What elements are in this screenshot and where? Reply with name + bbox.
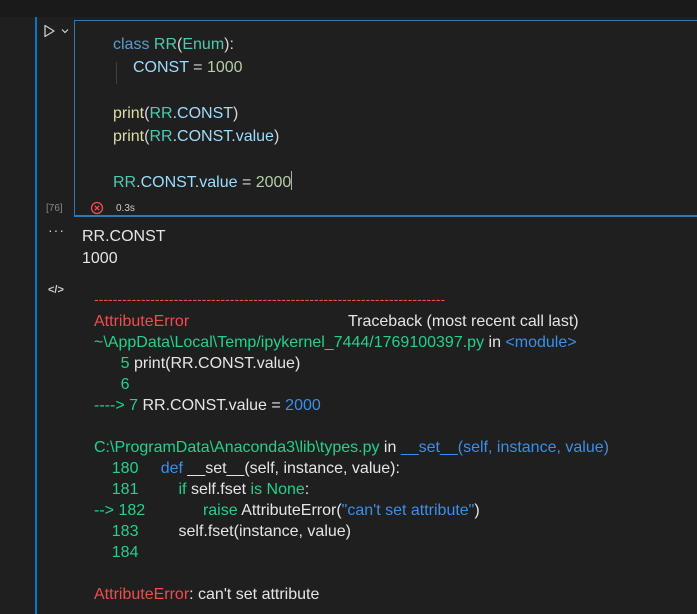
traceback-frame1-line7: ----> 7 RR.CONST.value = 2000 xyxy=(94,397,321,414)
traceback-frame2-line183: 183 self.fset(instance, value) xyxy=(94,523,352,540)
traceback-file-2: C:\ProgramData\Anaconda3\lib\types.py in… xyxy=(94,439,609,456)
code-line-3: print(RR.CONST) xyxy=(113,105,239,122)
cell-focus-indicator xyxy=(35,17,37,614)
traceback-dashes: ----------------------------------------… xyxy=(94,291,446,307)
editor-bottom-border xyxy=(74,216,697,217)
indent-guide xyxy=(116,62,117,84)
code-line-1: class RR(Enum): xyxy=(113,36,234,53)
execution-duration: 0.3s xyxy=(116,203,135,214)
output-more-actions-button[interactable]: ··· xyxy=(48,222,65,238)
traceback-frame1-line5: 5 print(RR.CONST.value) xyxy=(94,355,301,372)
traceback-final-error: AttributeError: can't set attribute xyxy=(94,586,320,603)
error-circle-icon xyxy=(90,201,104,215)
output-renderer-icon[interactable]: </> xyxy=(48,284,64,296)
run-cell-icon[interactable] xyxy=(42,24,56,38)
traceback-header: AttributeError xyxy=(94,313,190,330)
traceback-frame1-line6: 6 xyxy=(94,376,130,393)
code-editor[interactable] xyxy=(74,20,697,216)
top-bar xyxy=(0,0,697,17)
traceback-header-right: Traceback (most recent call last) xyxy=(348,313,579,330)
traceback-frame2-line182: --> 182 raise AttributeError("can't set … xyxy=(94,502,480,519)
chevron-down-icon[interactable] xyxy=(60,26,70,36)
code-line-5: RR.CONST.value = 2000 xyxy=(113,171,293,194)
execution-count: [76] xyxy=(46,203,63,214)
traceback-frame2-line180: 180 def __set__(self, instance, value): xyxy=(94,460,400,477)
code-line-2: CONST = 1000 xyxy=(133,59,243,76)
traceback-file-1: ~\AppData\Local\Temp/ipykernel_7444/1769… xyxy=(94,334,577,351)
output-line-1: RR.CONST xyxy=(82,228,166,245)
text-cursor xyxy=(291,171,293,190)
output-line-2: 1000 xyxy=(82,250,118,267)
code-line-4: print(RR.CONST.value) xyxy=(113,128,280,145)
traceback-frame2-line184: 184 xyxy=(94,544,139,561)
traceback-frame2-line181: 181 if self.fset is None: xyxy=(94,481,310,498)
